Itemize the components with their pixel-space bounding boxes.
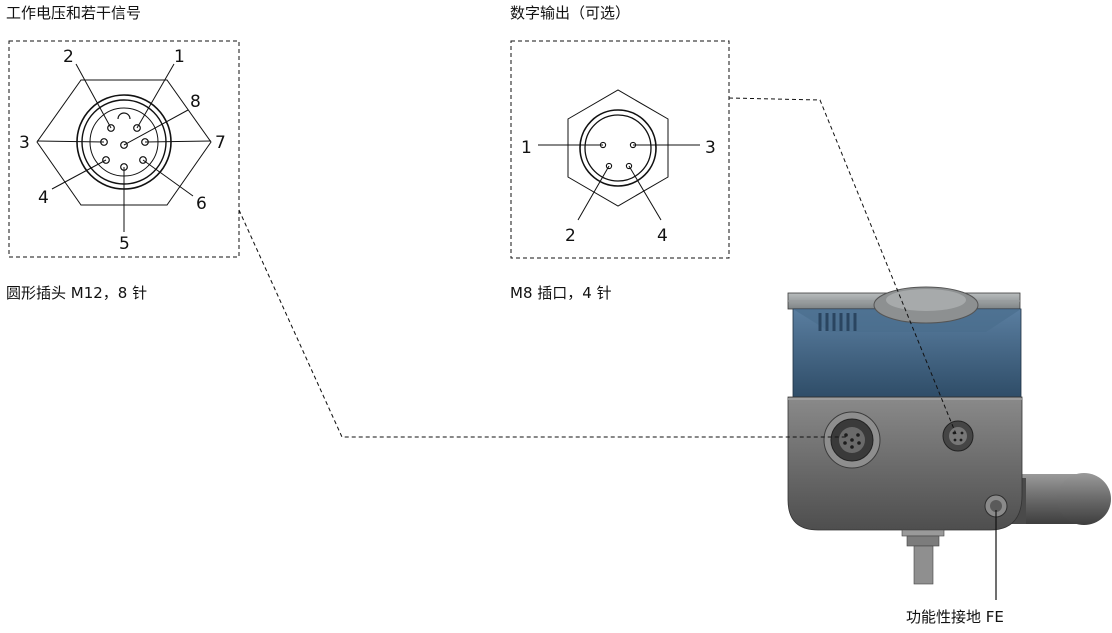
m12-callout-line xyxy=(238,209,846,438)
m12-leaders xyxy=(36,63,212,232)
m12-pin-label-6: 6 xyxy=(196,194,207,214)
m8-pin-label-1: 1 xyxy=(521,138,532,158)
m12-pin-label-8: 8 xyxy=(190,92,201,112)
m8-port-face xyxy=(949,427,967,445)
m12-pin-label-1: 1 xyxy=(174,47,185,67)
mount-washer xyxy=(901,529,945,537)
m8-pin-label-2: 2 xyxy=(565,226,576,246)
m12-pins xyxy=(100,124,149,171)
m12-pin-label-5: 5 xyxy=(119,234,130,254)
m8-frame xyxy=(510,40,730,259)
m12-hex-nut xyxy=(36,79,212,206)
mount-bolt xyxy=(913,545,934,585)
m8-pin-label-4: 4 xyxy=(657,226,668,246)
m12-pin-label-4: 4 xyxy=(38,188,49,208)
top-dome-cap xyxy=(886,289,966,311)
m8-title: 数字输出（可选） xyxy=(510,4,631,22)
callout-lines xyxy=(238,97,957,438)
cable-end xyxy=(1057,473,1111,525)
vent-ribs xyxy=(818,313,857,331)
mount-nut xyxy=(906,535,940,547)
device xyxy=(787,286,1111,585)
m12-pin-2 xyxy=(107,124,115,132)
m12-pin-label-3: 3 xyxy=(19,133,30,153)
m12-key xyxy=(117,112,131,120)
m12-title: 工作电压和若干信号 xyxy=(6,4,142,22)
m8-callout-line xyxy=(728,97,957,435)
m8-leaders xyxy=(538,144,700,221)
m12-frame xyxy=(8,40,240,258)
m12-detail: 1 2 3 4 5 6 7 8 xyxy=(8,40,240,258)
m12-port-pins xyxy=(843,433,861,449)
m8-pins xyxy=(599,141,637,170)
m8-port-pins xyxy=(952,431,964,442)
m8-caption: M8 插口，4 针 xyxy=(510,284,612,302)
fe-label: 功能性接地 FE xyxy=(906,608,1004,626)
m8-ring-outer xyxy=(579,109,657,187)
m12-pin-label-7: 7 xyxy=(215,133,226,153)
m12-caption: 圆形插头 M12，8 针 xyxy=(6,284,148,302)
fe-screw-inner xyxy=(990,500,1002,512)
m8-hex-nut xyxy=(567,89,669,207)
m12-pin-1 xyxy=(133,124,141,132)
m8-ring-inner xyxy=(584,114,652,182)
m8-pin-label-3: 3 xyxy=(705,138,716,158)
m8-detail: 1 2 3 4 xyxy=(510,40,730,259)
m12-pin-label-2: 2 xyxy=(63,47,74,67)
